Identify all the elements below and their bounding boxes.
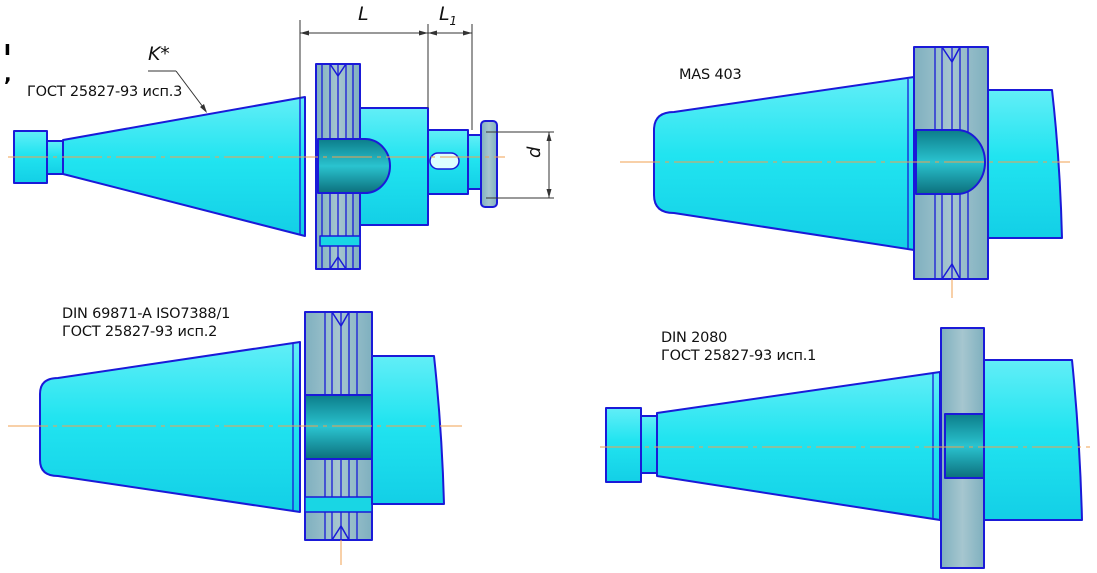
end-pin <box>605 407 642 483</box>
dimension-L1-label: L1 <box>439 3 457 28</box>
margin-mark-2: , <box>4 62 12 86</box>
end-pin-neck <box>640 415 658 474</box>
spindle-body <box>987 89 1063 239</box>
spindle-body <box>983 359 1083 521</box>
taper-cone <box>62 96 306 237</box>
dimension-L <box>299 20 473 130</box>
margin-mark-1: ı <box>4 36 11 60</box>
dimension-d-label: d <box>524 146 545 158</box>
taper-cone <box>656 371 941 521</box>
dimension-K-label: K* <box>148 43 170 65</box>
view-top-left <box>8 20 554 270</box>
label-din-2080: DIN 2080 <box>661 330 728 346</box>
label-gost-isp1: ГОСТ 25827-93 исп.1 <box>661 348 817 364</box>
view-bottom-left <box>8 311 462 565</box>
view-bottom-right <box>600 327 1090 569</box>
spindle-body <box>371 355 445 505</box>
dimension-d <box>486 131 554 199</box>
drive-slot <box>304 394 374 460</box>
label-din-69871: DIN 69871-A ISO7388/1 <box>62 306 231 322</box>
label-gost-isp3: ГОСТ 25827-93 исп.3 <box>27 84 183 100</box>
taper-cone <box>653 76 915 251</box>
view-top-right <box>620 46 1070 298</box>
label-mas-403: MAS 403 <box>679 67 742 83</box>
leader-K <box>148 70 207 113</box>
taper-cone <box>39 341 301 513</box>
pull-stud <box>480 120 498 208</box>
dimension-L1-subscript: 1 <box>449 13 457 28</box>
label-gost-isp2: ГОСТ 25827-93 исп.2 <box>62 324 218 340</box>
dimension-L-label: L <box>358 3 369 25</box>
drive-slot <box>317 138 391 194</box>
